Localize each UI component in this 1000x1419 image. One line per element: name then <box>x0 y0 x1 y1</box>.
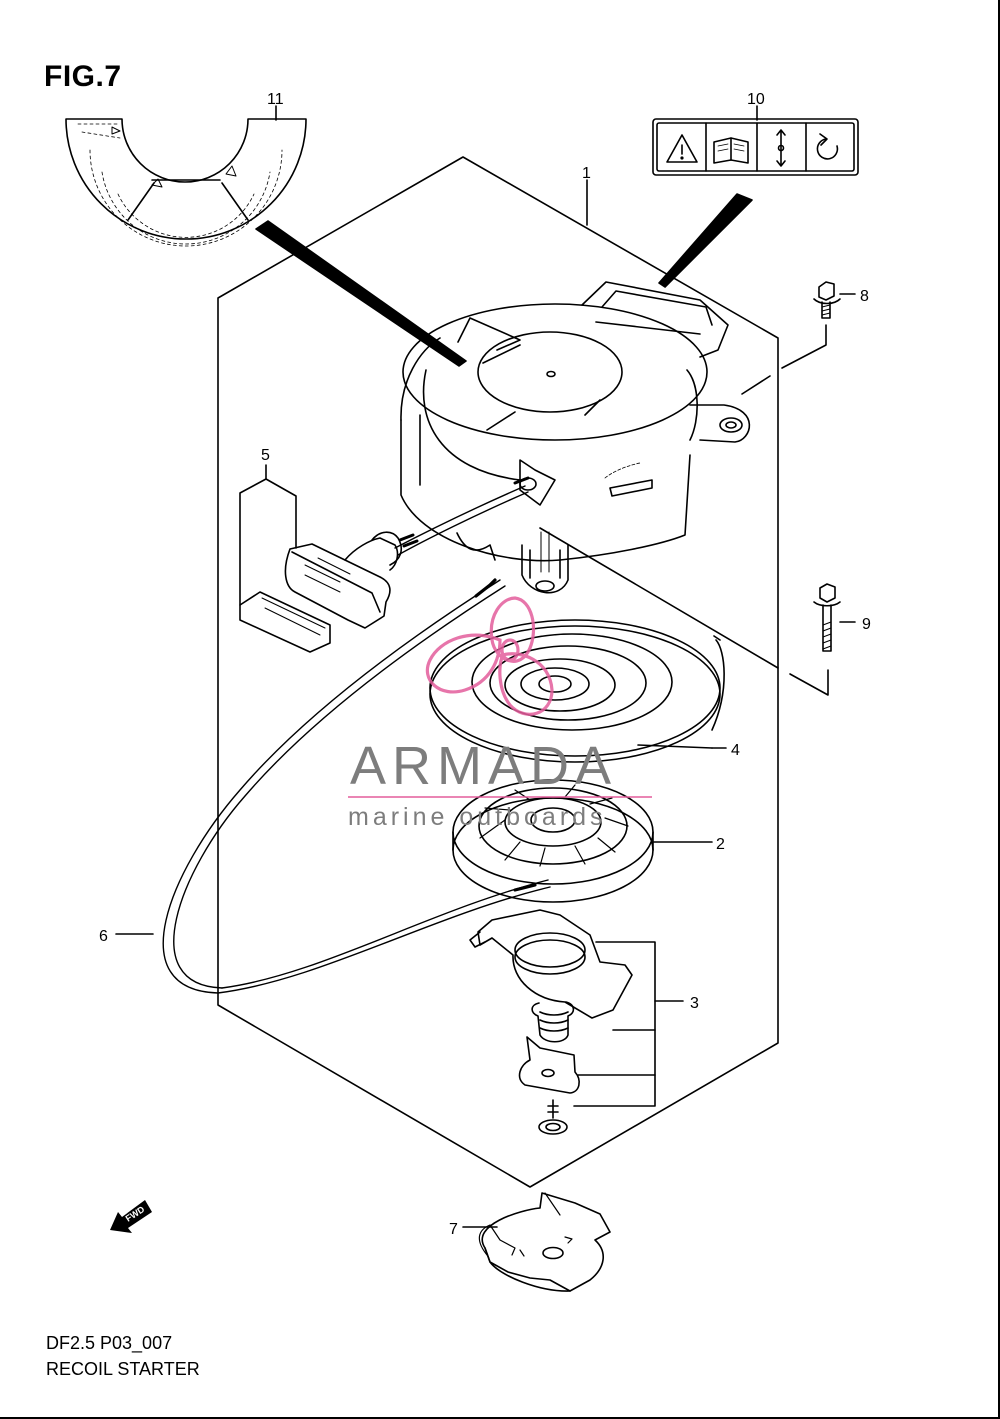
leader-8-bracket <box>781 324 827 369</box>
callout-3: 3 <box>690 995 699 1012</box>
leader-9-to-case <box>539 527 779 669</box>
watermark-brand: ARMADA <box>350 736 617 796</box>
callout-11: 11 <box>267 91 284 108</box>
watermark-logo <box>425 596 554 716</box>
part-1-starter-case <box>400 281 751 594</box>
callout-1: 1 <box>582 165 591 182</box>
part-3-ratchet <box>469 909 633 1135</box>
part-7-pulley <box>478 1192 611 1292</box>
callout-7: 7 <box>449 1221 458 1238</box>
part-4-recoil-spring <box>429 619 725 763</box>
leader-5 <box>239 464 267 606</box>
leader-wedge-11 <box>255 220 467 367</box>
part-9-long-bolt <box>813 583 841 652</box>
figure-name: RECOIL STARTER <box>46 1359 200 1379</box>
fwd-arrow-icon: FWD <box>110 1200 152 1233</box>
callout-4: 4 <box>731 742 740 759</box>
part-6-rope <box>162 476 551 994</box>
callout-2: 2 <box>716 836 725 853</box>
callout-6: 6 <box>99 928 108 945</box>
part-2-reel <box>452 779 654 903</box>
watermark-tagline: marine outboards <box>348 803 607 831</box>
callout-5: 5 <box>261 447 270 464</box>
leader-3-bracket <box>573 941 656 1107</box>
leader-5-b <box>265 478 297 549</box>
part-8-short-bolt <box>813 281 841 319</box>
figure-title: FIG.7 <box>44 60 122 93</box>
leader-wedge-10 <box>658 193 753 288</box>
assembly-outline <box>217 156 779 1188</box>
part-11-sticker-arc <box>65 118 307 247</box>
leader-8-to-case <box>741 375 771 395</box>
leader-4-b <box>637 744 713 749</box>
leader-9-bracket <box>789 669 829 696</box>
callout-10: 10 <box>747 91 765 108</box>
callout-9: 9 <box>862 616 871 633</box>
callout-8: 8 <box>860 288 869 305</box>
part-5-handle <box>239 531 402 653</box>
part-10-warning-label <box>652 118 859 176</box>
figure-code: DF2.5 P03_007 <box>46 1333 173 1353</box>
